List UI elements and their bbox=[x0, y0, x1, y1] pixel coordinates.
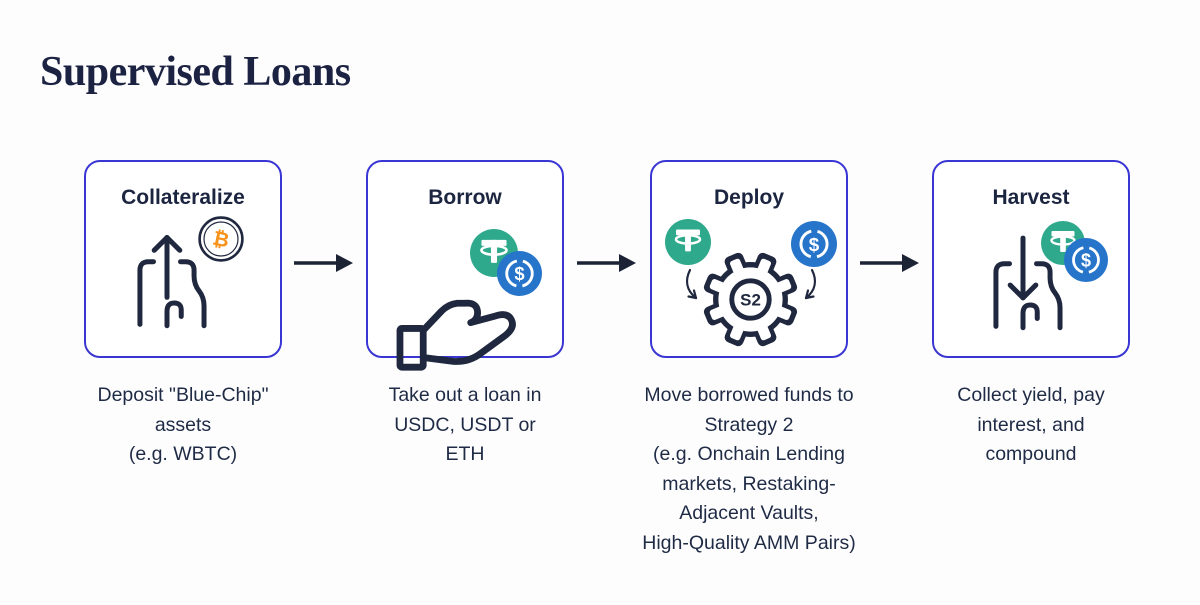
usdc-coin-icon: $ bbox=[1064, 238, 1108, 282]
dollar-symbol: $ bbox=[809, 234, 820, 255]
step-caption: Deposit "Blue-Chip" assets (e.g. WBTC) bbox=[97, 384, 269, 465]
step-caption: Take out a loan in USDC, USDT or ETH bbox=[388, 384, 542, 465]
step-card-harvest: Harvest $ bbox=[932, 160, 1130, 358]
usdc-coin-icon: $ bbox=[791, 221, 837, 267]
curved-arrow-right-icon bbox=[804, 268, 817, 300]
strategy-gear-icon: S2 bbox=[703, 252, 798, 347]
step-title: Deploy bbox=[713, 186, 784, 209]
wbtc-coin-icon: ₿ bbox=[198, 216, 244, 262]
flow-arrow-icon bbox=[577, 254, 636, 272]
step-title: Harvest bbox=[992, 186, 1070, 209]
hand-open-icon bbox=[396, 299, 516, 371]
step-caption: Collect yield, pay interest, and compoun… bbox=[957, 384, 1105, 465]
hand-swipe-up-icon bbox=[137, 234, 207, 329]
step-card-borrow: Borrow $ bbox=[366, 160, 564, 371]
curved-arrow-left-icon bbox=[685, 268, 698, 300]
step-caption: Move borrowed funds to Strategy 2 (e.g. … bbox=[642, 384, 856, 554]
step-card-deploy: Deploy $ bbox=[650, 160, 848, 358]
flow-arrow-icon bbox=[294, 254, 353, 272]
hand-swipe-down-icon bbox=[993, 235, 1063, 331]
bitcoin-symbol: ₿ bbox=[211, 228, 232, 253]
gear-label: S2 bbox=[740, 291, 761, 310]
dollar-symbol: $ bbox=[1081, 251, 1091, 271]
dollar-symbol: $ bbox=[514, 263, 524, 284]
page-title: Supervised Loans bbox=[40, 49, 351, 95]
tether-coin-icon bbox=[665, 219, 711, 265]
step-title: Collateralize bbox=[121, 186, 245, 209]
flow-arrow-icon bbox=[860, 254, 919, 272]
usdc-coin-icon: $ bbox=[497, 251, 542, 296]
step-card-collateralize: Collateralize ₿ bbox=[84, 160, 282, 358]
step-title: Borrow bbox=[428, 186, 502, 209]
